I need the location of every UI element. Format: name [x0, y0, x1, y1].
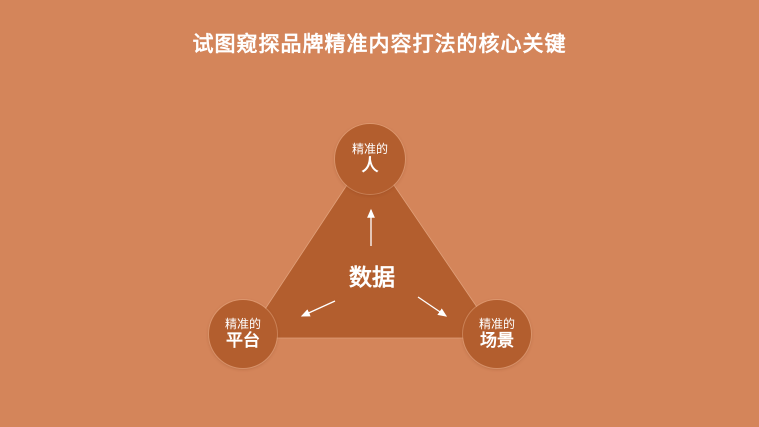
center-label-data: 数据 — [349, 265, 395, 291]
page-title: 试图窥探品牌精准内容打法的核心关键 — [192, 32, 567, 56]
arrow-down-right-icon — [417, 296, 448, 317]
node-main-label: 人 — [361, 156, 379, 176]
node-sub-label: 精准的 — [351, 142, 388, 156]
node-precise-scene: 精准的 场景 — [463, 300, 531, 368]
data-triangle — [245, 149, 499, 339]
node-precise-people: 精准的 人 — [335, 124, 405, 194]
arrow-down-left-icon — [300, 300, 336, 317]
node-sub-label: 精准的 — [478, 317, 515, 331]
node-sub-label: 精准的 — [224, 317, 261, 331]
node-main-label: 平台 — [226, 331, 260, 351]
node-main-label: 场景 — [480, 331, 514, 351]
node-precise-platform: 精准的 平台 — [209, 300, 277, 368]
